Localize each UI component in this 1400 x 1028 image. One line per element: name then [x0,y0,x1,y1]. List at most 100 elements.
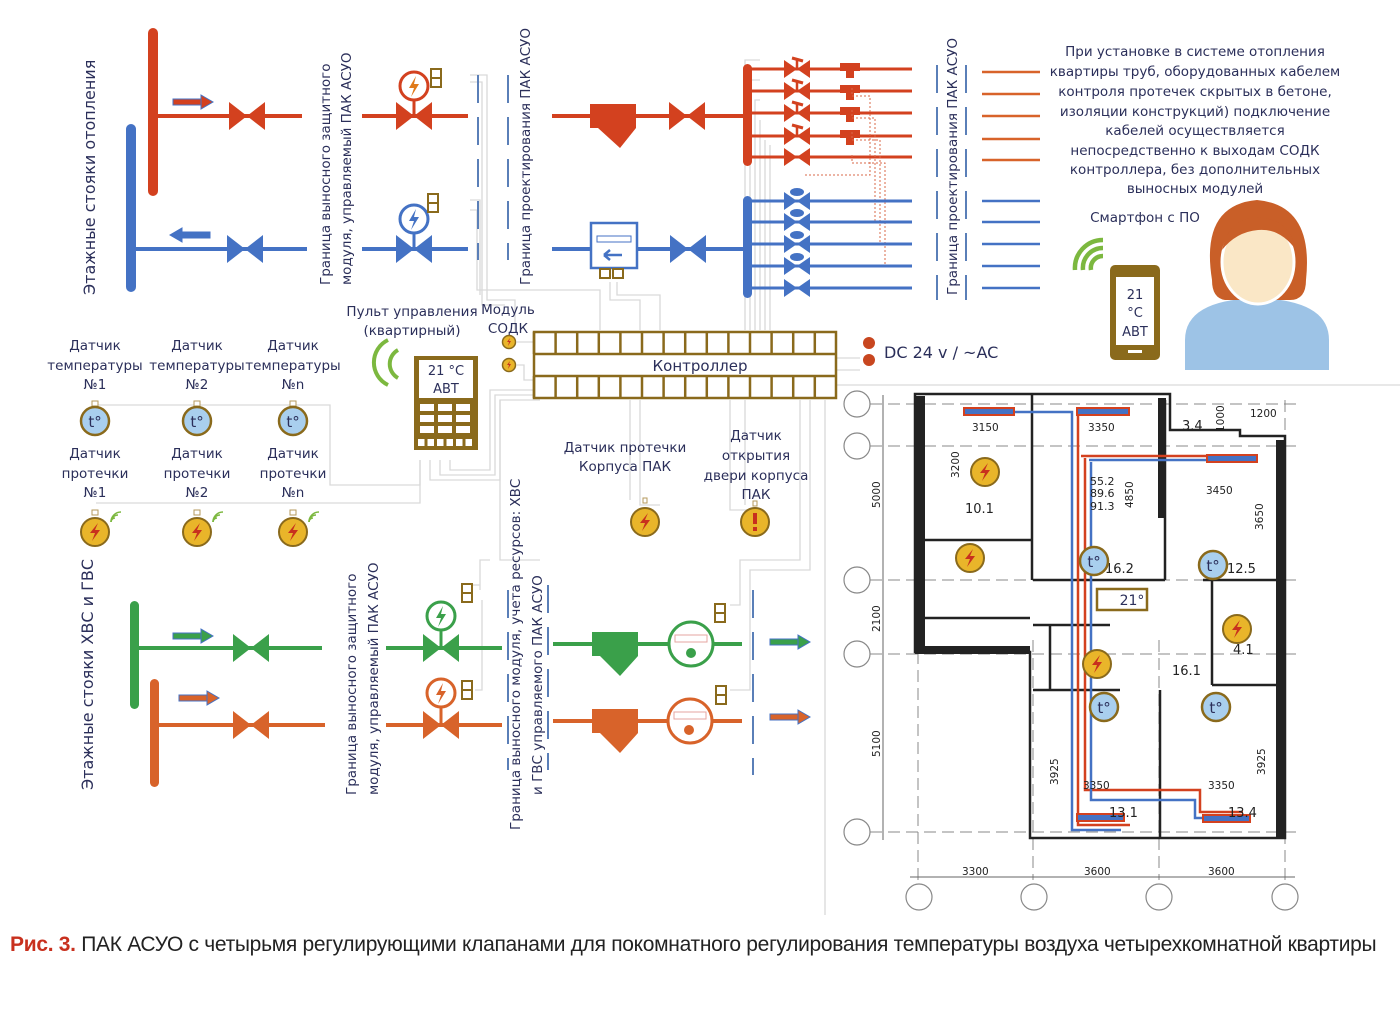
heating-return-riser [126,124,136,292]
control-panel-screen-mode: АВТ [433,382,459,397]
keypad-key [446,439,453,446]
flow-arrow-right-icon [769,709,811,725]
water-module-boundary-line1: Граница выносного защитного [344,573,360,795]
smartphone-screen-temp: 21 [1127,288,1144,303]
note-line: выносных модулей [1127,181,1263,197]
note-line: контроля протечек скрытых в бетоне, [1058,84,1332,100]
leak-sensor-icon [970,457,1000,487]
keypad-key [438,415,452,422]
housing-door-label-3: двери корпуса [704,468,809,484]
temperature-sensor-label: температуры [47,358,142,374]
keypad-key [438,426,452,433]
apartment-area-gross: 91.3 [1090,500,1115,513]
return-branch [748,188,912,210]
svg-text:t°: t° [190,413,203,431]
leak-sensor-label: Датчик [171,446,223,462]
note-block: При установке в системе отопления кварти… [1050,44,1340,197]
room-area: 3.4 [1182,419,1203,434]
motorized-valve-cold [423,600,459,662]
room-pipes [982,70,1040,290]
wireless-signal-icon [308,511,320,523]
strainer-filter-icon [592,632,638,676]
temperature-sensor-label: Датчик [267,338,319,354]
ball-valve-icon [784,279,810,297]
supply-branch [748,148,912,166]
supply-branch [748,56,912,78]
supply-branch [748,123,912,145]
return-branches [748,188,912,297]
leak-sensor-icon [182,517,212,547]
temperature-sensor-label: Датчик [171,338,223,354]
return-branch [748,231,912,253]
dimension: 2100 [871,605,883,632]
heating-module-boundary-line2: модуля, управляемый ПАК АСУО [339,53,355,285]
heating-design-boundary-1: Граница проектирования ПАК АСУО [518,28,534,285]
note-line: изоляции конструкций) подключение [1060,104,1330,120]
lightning-icon [436,683,446,704]
lightning-icon [436,606,446,627]
keypad-key [437,439,444,446]
leak-sensor-icon [278,517,308,547]
figure-number: Рис. 3. [10,933,76,956]
keypad-key [456,439,463,446]
dimension: 3300 [962,866,989,878]
water-risers-label: Этажные стояки ХВС и ГВС [78,559,97,790]
power-terminal-icon [863,354,875,366]
return-branch [748,209,912,231]
flow-arrow-right-icon [172,628,214,644]
leak-sensor-small-icon [501,357,517,373]
power-supply-label: DC 24 v / ~AC [884,343,998,362]
heat-meter-icon [589,221,639,279]
supply-branches [748,56,912,267]
actuator-link [805,132,881,245]
dimension: 3650 [1254,503,1266,530]
radiator-icon [963,407,1258,823]
balancing-valve-icon [784,231,810,253]
control-panel-label-2: (квартирный) [364,323,461,339]
balancing-valve-icon [784,253,810,275]
wireless-signal-icon [1072,237,1104,271]
ball-valve-icon [229,102,265,130]
ball-valve-icon [670,235,706,263]
thermostatic-valve-icon [784,78,810,100]
warning-sensor-icon [740,507,770,537]
leak-sensors: Датчикпротечки№1Датчикпротечки№2Датчикпр… [62,446,326,547]
sodk-module-label-1: Модуль [481,302,535,318]
thermostatic-valve-icon [784,100,810,122]
controller-label: Контроллер [653,357,748,375]
temperature-sensor-label: температуры [149,358,244,374]
water-metering-boundary-line1: Граница выносного модуля, учета ресурсов… [508,479,524,830]
wireless-signal-icon [212,511,224,523]
temperature-sensor-label: №2 [186,377,209,393]
dimension: 5100 [871,730,883,757]
cold-water-riser [130,601,139,709]
housing-leak-sensor: Датчик протечки Корпуса ПАК [564,440,686,537]
keypad-key [418,439,425,446]
thermometer-icon: t° [1200,691,1232,723]
apartment-area-living: 55.2 [1090,475,1115,488]
thermostatic-valve-icon [784,123,810,145]
room-area: 13.4 [1228,806,1257,821]
actuator-link [805,88,871,176]
note-line: квартиры труб, оборудованных кабелем [1050,64,1340,80]
controller-terminals [532,332,817,398]
motorized-valve-hot [423,677,459,739]
controller: Контроллер DC 24 v / ~AC [532,330,998,400]
leak-sensor-icon [1222,614,1252,644]
dimension: 5000 [871,481,883,508]
actuator-icon [840,107,860,122]
actuator-icon [840,85,860,100]
figure-caption: Рис. 3. ПАК АСУО с четырьмя регулирующим… [10,930,1395,959]
heating-module-boundary-line1: Граница выносного защитного [318,63,334,285]
ball-valve-icon [669,102,705,130]
thermometer-icon: t° [79,405,111,437]
dimension: 3600 [1084,866,1111,878]
thermometer-icon: t° [277,405,309,437]
floor-plan-sensors: t°t°t°t° [955,457,1252,723]
keypad-key [420,415,434,422]
motorized-valve-supply [396,70,432,130]
svg-text:t°: t° [1087,553,1100,571]
